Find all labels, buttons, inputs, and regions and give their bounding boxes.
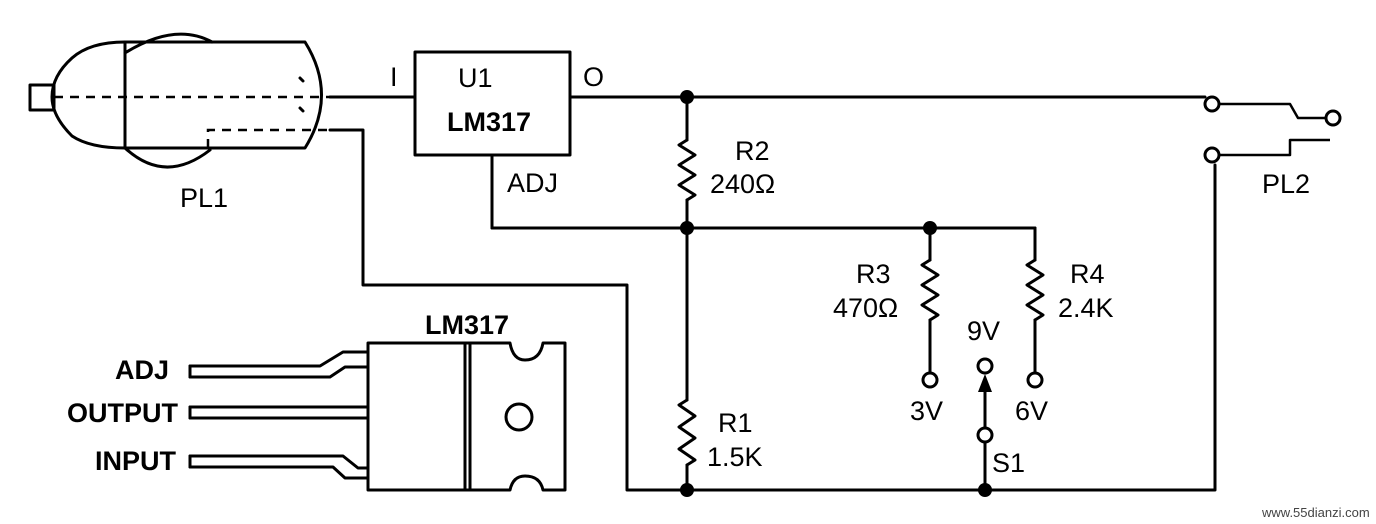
pos-9v-label: 9V	[967, 316, 1000, 346]
r2-name: R2	[735, 136, 770, 166]
u1-part-label: LM317	[447, 107, 531, 137]
r1-value: 1.5K	[707, 442, 763, 472]
pl1-label: PL1	[180, 183, 228, 213]
r3-value: 470Ω	[833, 293, 898, 323]
pkg-adj-label: ADJ	[115, 355, 169, 385]
u1-regulator: U1 LM317	[413, 50, 572, 157]
pin-in-label: I	[390, 62, 398, 92]
circuit-wires	[328, 95, 1217, 492]
r1-resistor	[677, 398, 697, 467]
r1-name: R1	[718, 408, 753, 438]
pos-3v-label: 3V	[910, 396, 943, 426]
switch-arrow-icon	[978, 374, 992, 392]
junction-dots	[680, 90, 992, 497]
pkg-output-label: OUTPUT	[67, 398, 179, 428]
pl2-plug	[1203, 95, 1342, 164]
r2-resistor	[677, 138, 697, 202]
r4-value: 2.4K	[1058, 293, 1114, 323]
r3-name: R3	[856, 259, 891, 289]
pl1-plug	[28, 32, 330, 169]
s1-switch	[921, 357, 1044, 444]
switch-terminal-9v	[976, 357, 994, 375]
s1-label: S1	[992, 448, 1025, 478]
r3-resistor	[920, 258, 940, 322]
lm317-package	[188, 341, 567, 492]
pin-out-label: O	[583, 62, 604, 92]
switch-common-terminal	[976, 426, 994, 444]
r2-value: 240Ω	[710, 169, 775, 199]
r4-name: R4	[1070, 259, 1105, 289]
pos-6v-label: 6V	[1015, 396, 1048, 426]
pkg-input-label: INPUT	[95, 446, 177, 476]
watermark: www.55dianzi.com	[1261, 505, 1370, 520]
r4-resistor	[1025, 258, 1045, 322]
switch-terminal-3v	[921, 371, 939, 389]
u1-label: U1	[458, 63, 493, 93]
pl2-label: PL2	[1262, 169, 1310, 199]
switch-terminal-6v	[1026, 371, 1044, 389]
pkg-title: LM317	[425, 310, 509, 340]
pin-adj-label: ADJ	[507, 168, 558, 198]
